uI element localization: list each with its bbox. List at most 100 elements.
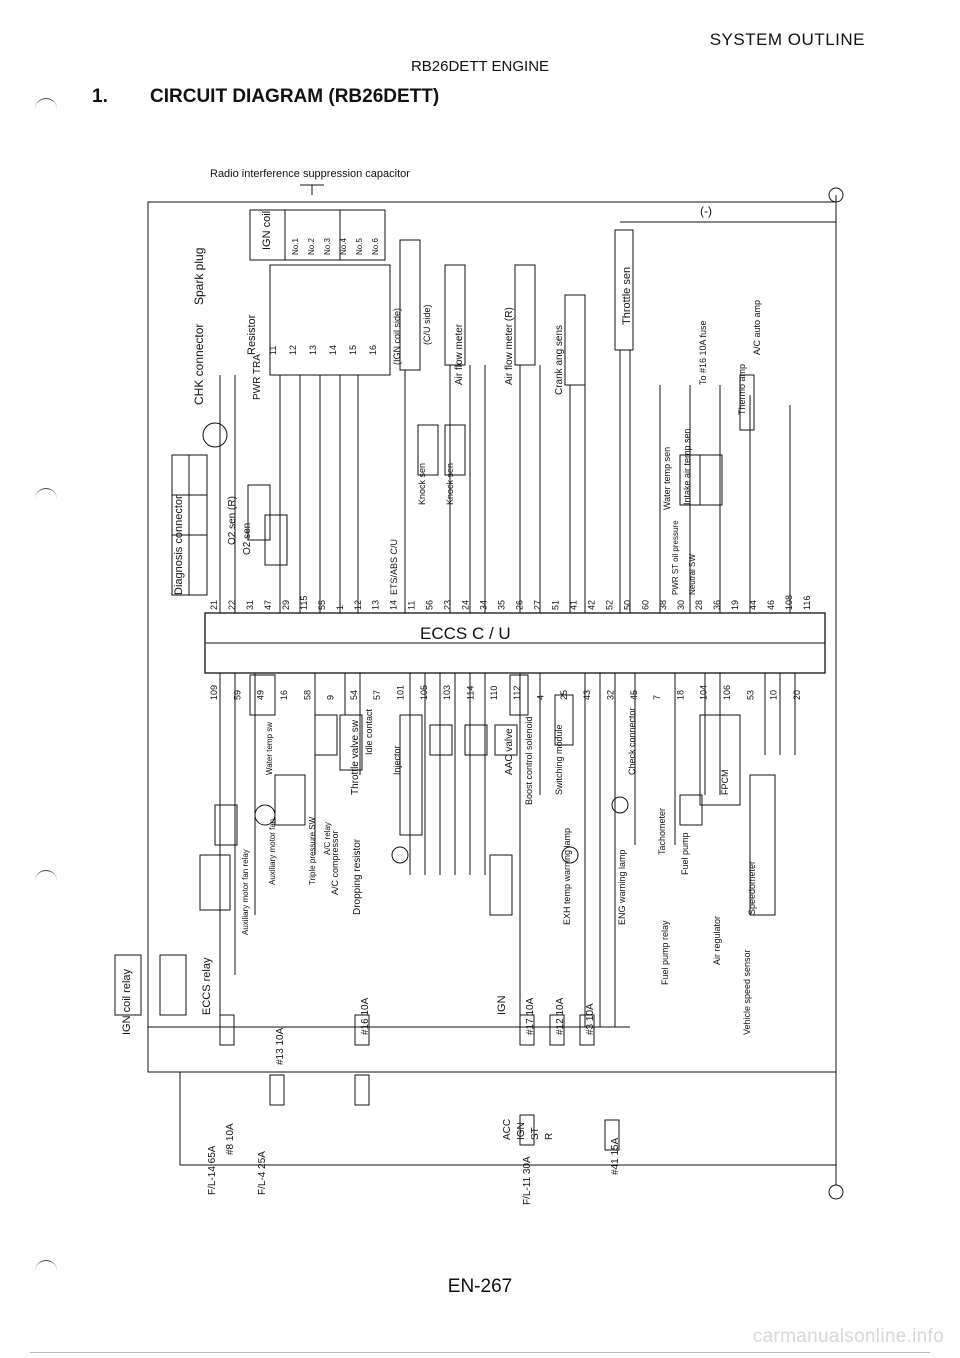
ign-position: ACC [502, 1119, 513, 1140]
water-temp-sen-label: Water temp sen [662, 447, 672, 510]
speedometer-label: Speedometer [747, 861, 757, 915]
watermark: carmanualsonline.info [752, 1326, 944, 1347]
air-regulator-label: Air regulator [712, 916, 722, 965]
ecu-pin-upper: 34 [479, 600, 489, 610]
ecu-pin-upper: 36 [712, 600, 722, 610]
spark-plug-label: Spark plug [192, 248, 206, 305]
section-title: CIRCUIT DIAGRAM (RB26DETT) [150, 86, 440, 107]
fuse-41: #41 15A [610, 1137, 621, 1175]
pwr-tra-label: PWR TRA [252, 354, 263, 400]
dropping-resistor-label: Dropping resistor [352, 838, 363, 915]
ecu-pin-upper: 19 [730, 600, 740, 610]
pwr-tra-pin: 13 [308, 345, 318, 355]
ign-position: IGN [516, 1122, 527, 1140]
ecu-pin-lower: 114 [466, 686, 476, 700]
ecu-pin-lower: 20 [792, 690, 802, 700]
o2-sen-label: O2 sen [242, 523, 253, 555]
ecu-pin-lower: 103 [442, 685, 452, 700]
ecu-pin-upper: 51 [550, 600, 560, 610]
water-temp-sw-label: Water temp sw [265, 722, 274, 775]
neutral-sw-label: Neutral SW [688, 554, 697, 595]
ign-coil-number: No.6 [371, 238, 380, 255]
ecu-pin-lower: 10 [769, 690, 779, 700]
eccs-relay-label: ECCS relay [201, 957, 213, 1015]
ecu-pin-lower: 106 [722, 685, 732, 700]
ecu-pin-lower: 109 [209, 685, 219, 700]
air-flow-l-label: Air flow meter [454, 323, 465, 385]
check-connector-label: Check connector [627, 707, 637, 775]
fpcm-label: FPCM [720, 770, 730, 796]
pwr-tra-pin: 14 [328, 345, 338, 355]
fuse-16: #16 10A [360, 997, 371, 1035]
ecu-pin-upper: 60 [640, 600, 650, 610]
boost-solenoid-label: Boost control solenoid [524, 716, 534, 805]
ecu-pin-lower: 9 [326, 695, 336, 700]
ecu-pin-upper: 31 [245, 600, 255, 610]
ecu-pin-upper: 14 [389, 600, 399, 610]
ecu-pin-upper: 56 [425, 600, 435, 610]
ecu-pin-lower: 110 [489, 686, 499, 700]
ecu-pin-upper: 26 [514, 600, 524, 610]
injector-label: Injector [392, 745, 402, 775]
eng-warning-label: ENG warning lamp [617, 849, 627, 925]
ecu-pin-lower: 112 [512, 686, 522, 700]
ecu-pin-upper: 12 [353, 600, 363, 610]
fuse-fl11: F/L-11 30A [522, 1156, 533, 1205]
diagnosis-connector-label: Diagnosis connector [173, 495, 185, 595]
ecu-pin-upper: 38 [658, 600, 668, 610]
ecu-pin-upper: 55 [317, 600, 327, 610]
ecu-pin-upper: 42 [586, 600, 596, 610]
ecu-pin-upper: 115 [299, 596, 309, 610]
ecu-pin-lower: 105 [419, 685, 429, 700]
engine-header: RB26DETT ENGINE [410, 58, 550, 75]
binding-mark [35, 98, 57, 113]
cu-side-label: (C/U side) [422, 304, 432, 345]
ecu-pin-upper: 24 [461, 600, 471, 610]
ecu-pin-upper: 1 [335, 605, 345, 610]
ign-coil-number: No.4 [339, 238, 348, 255]
throttle-valve-sw-label: Throttle valve sw [350, 719, 361, 795]
ecu-pin-upper: 47 [263, 600, 273, 610]
ecu-pin-lower: 58 [302, 690, 312, 700]
ac-auto-amp-label: A/C auto amp [752, 300, 762, 355]
ecu-pin-upper: 46 [766, 600, 776, 610]
pwr-tra-pin: 12 [288, 345, 298, 355]
tachometer-label: Tachometer [657, 808, 667, 855]
ecu-pin-lower: 25 [559, 690, 569, 700]
ecu-pin-upper: 50 [622, 600, 632, 610]
idle-contact-label: Idle contact [364, 708, 374, 755]
ign-label: IGN [496, 995, 508, 1015]
binding-mark [35, 488, 57, 503]
ign-position: ST [530, 1127, 541, 1140]
chk-connector-label: CHK connector [192, 324, 206, 405]
fuse-12: #12 10A [555, 997, 566, 1035]
ecu-pin-lower: 104 [699, 685, 709, 700]
ecu-pin-upper: 27 [532, 600, 542, 610]
thermo-amp-label: Thermo amp [737, 364, 747, 415]
ign-position: R [544, 1133, 555, 1140]
ac-relay-label: A/C relay [323, 822, 332, 855]
o2-sen-r-label: O2 sen (R) [227, 496, 238, 545]
ecu-pin-upper: 44 [748, 600, 758, 610]
ecu-pin-lower: 101 [396, 685, 406, 700]
ecu-pin-upper: 41 [568, 600, 578, 610]
ign-coil-relay-label: IGN coil relay [121, 968, 133, 1035]
section-header: SYSTEM OUTLINE [709, 30, 865, 49]
switching-module-label: Switching module [554, 724, 564, 795]
ac-compressor-label: A/C compressor [330, 830, 340, 895]
fuel-pump-label: Fuel pump [680, 832, 690, 875]
vehicle-speed-label: Vehicle speed sensor [742, 949, 752, 1035]
pwr-st-label: PWR ST oil pressure [671, 520, 680, 595]
intake-air-label: Intake air temp sen [682, 428, 692, 505]
ecu-pin-upper: 21 [209, 600, 219, 610]
air-flow-r-label: Air flow meter (R) [504, 307, 515, 385]
ign-coil-number: No.5 [355, 238, 364, 255]
fuse-8: #8 10A [225, 1123, 236, 1155]
ecu-label: ECCS C / U [420, 624, 511, 643]
aac-valve-label: AAC valve [504, 728, 515, 775]
ecu-pin-lower: 4 [535, 695, 545, 700]
ecu-pin-upper: 35 [497, 600, 507, 610]
fuel-pump-relay-label: Fuel pump relay [660, 920, 670, 985]
throttle-sen-label: Throttle sen [621, 267, 633, 325]
fuse-3: #3 10A [585, 1003, 596, 1035]
